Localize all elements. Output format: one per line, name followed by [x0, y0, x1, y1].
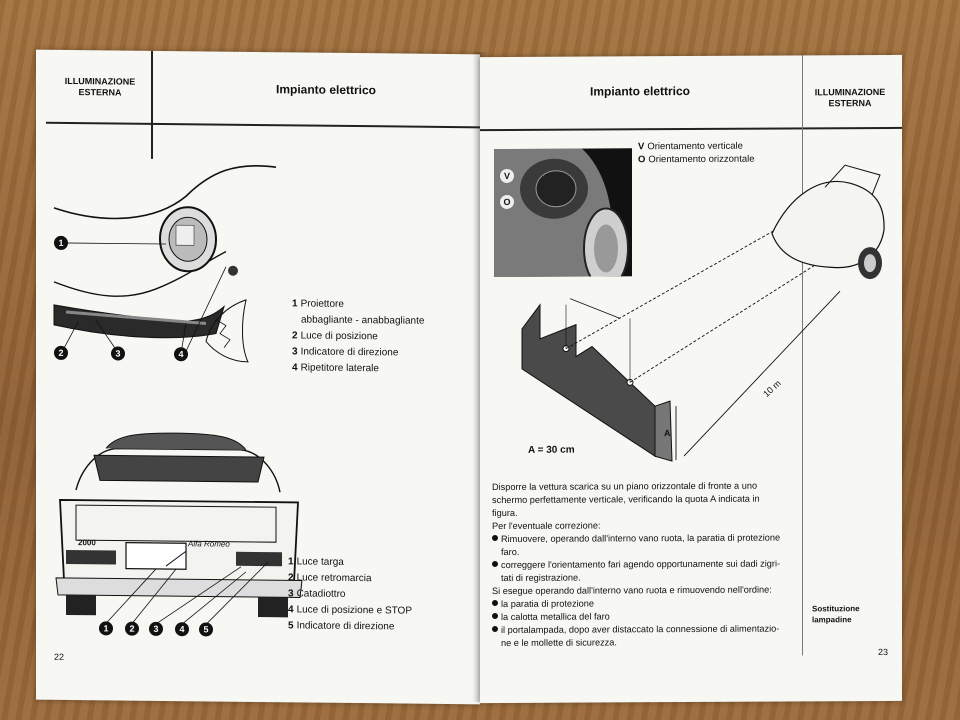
- page-number: 22: [54, 651, 65, 662]
- callout-rear-4: 4: [175, 622, 189, 637]
- instruction-line: schermo perfettamente verticale, verific…: [492, 493, 760, 506]
- headlight-photo-art: [494, 148, 632, 278]
- side-label: Sostituzione lampadine: [812, 603, 860, 625]
- badge-script: Alfa Romeo: [188, 539, 230, 549]
- rear-car-illustration: [55, 432, 303, 625]
- correction-item: correggere l'orientamento fari agendo op…: [492, 558, 780, 573]
- right-page: Impianto elettrico ILLUMINAZIONE ESTERNA…: [480, 54, 902, 704]
- instructions: Disporre la vettura scarica su un piano …: [492, 480, 780, 651]
- callout-rear-3: 3: [149, 621, 163, 637]
- left-page: ILLUMINAZIONE ESTERNA Impianto elettrico…: [36, 49, 480, 705]
- headlight-photo: V O: [494, 148, 632, 278]
- side-label-line: lampadine: [812, 615, 852, 625]
- front-car-illustration: [53, 164, 277, 363]
- a-value: A = 30 cm: [528, 444, 575, 456]
- sostituzione-item-cont: ne e le mollette di sicurezza.: [501, 637, 617, 648]
- callout-rear-5: 5: [199, 622, 213, 637]
- a-label: A: [664, 428, 671, 439]
- correction-item: Rimuovere, operando dall'interno vano ru…: [492, 532, 780, 547]
- sostituzione-item: il portalampada, dopo aver distaccato la…: [492, 623, 780, 638]
- page-number: 23: [878, 646, 889, 658]
- callout-rear-1: 1: [99, 621, 113, 636]
- badge-2000: 2000: [78, 538, 96, 548]
- side-label-line: Sostituzione: [812, 604, 860, 614]
- sostituzione-intro: Si esegue operando dall'interno vano ruo…: [492, 584, 772, 597]
- callout-rear-2: 2: [125, 621, 139, 636]
- headlight-aiming-diagram: [521, 164, 885, 462]
